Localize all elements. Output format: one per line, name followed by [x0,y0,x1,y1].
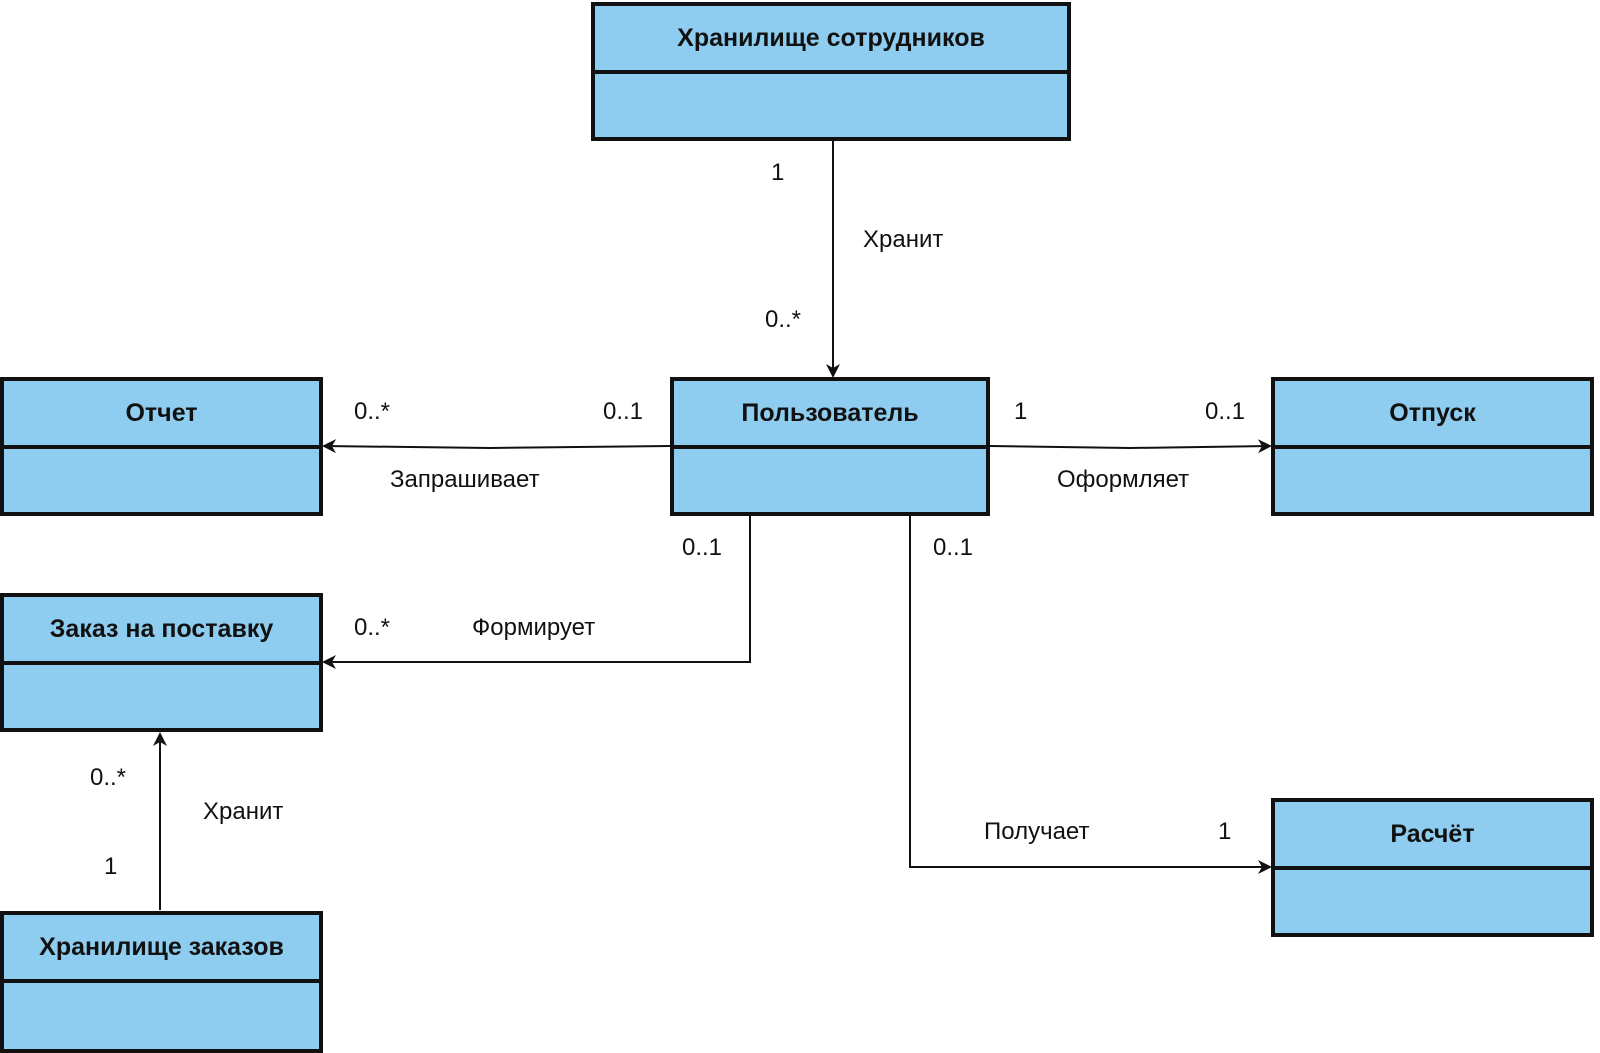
edge-issues [989,439,1272,454]
class-name: Отчет [4,381,319,449]
association-label: Оформляет [1057,466,1190,493]
class-name: Хранилище сотрудников [595,6,1067,74]
association-label: Получает [984,818,1090,845]
edge-requests [322,439,671,454]
multiplicity-label: 1 [1218,818,1232,845]
edge-receives [909,515,1272,874]
class-name: Хранилище заказов [4,915,319,983]
multiplicity-label: 0..1 [933,534,974,561]
multiplicity-label: 0..* [90,764,127,791]
multiplicity-label: 0..1 [682,534,723,561]
class-name: Отпуск [1275,381,1590,449]
multiplicity-label: 1 [1014,398,1028,425]
edge-forms [322,515,751,669]
class-supply-order[interactable]: Заказ на поставку [0,593,323,732]
multiplicity-label: 0..* [765,306,802,333]
class-employee-storage[interactable]: Хранилище сотрудников [591,2,1071,141]
multiplicity-label: 0..1 [603,398,644,425]
association-label: Хранит [203,798,284,825]
association-label: Формирует [472,614,596,641]
class-order-storage[interactable]: Хранилище заказов [0,911,323,1053]
class-name: Пользователь [674,381,986,449]
association-label: Хранит [863,226,944,253]
multiplicity-label: 0..* [354,614,391,641]
class-name: Заказ на поставку [4,597,319,665]
multiplicity-label: 0..1 [1205,398,1246,425]
multiplicity-label: 1 [104,853,118,880]
multiplicity-label: 0..* [354,398,391,425]
association-label: Запрашивает [390,466,540,493]
class-user[interactable]: Пользователь [670,377,990,516]
multiplicity-label: 1 [771,159,785,186]
class-name: Расчёт [1275,802,1590,870]
class-report[interactable]: Отчет [0,377,323,516]
class-vacation[interactable]: Отпуск [1271,377,1594,516]
class-payroll[interactable]: Расчёт [1271,798,1594,937]
